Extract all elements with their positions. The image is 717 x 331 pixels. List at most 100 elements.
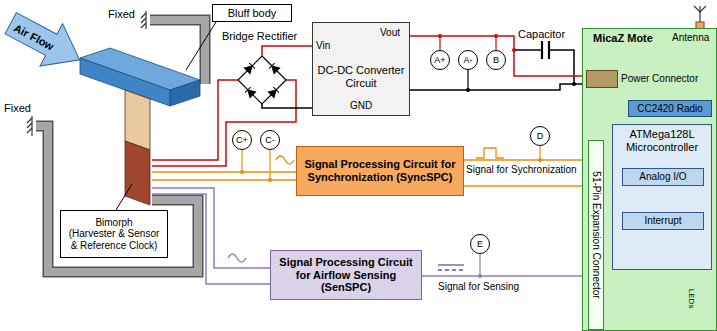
pin-label: GND [350, 100, 372, 112]
node-label: Signal Processing Circuit for Synchroniz… [301, 158, 459, 183]
part-label: Capacitor [518, 28, 565, 41]
device-board: MicaZ MotePower ConnectorCC2420 RadioATM… [582, 28, 717, 331]
support-label: Fixed [108, 8, 135, 21]
process-box: Signal Processing Circuit for Airflow Se… [270, 250, 422, 300]
connector-box: Power Connector [586, 70, 618, 88]
power-wire [152, 80, 238, 160]
leader-line [186, 22, 216, 70]
diode-symbol [244, 63, 279, 98]
node-label: A- [464, 55, 473, 65]
callout-heading: Bimorph [95, 217, 132, 229]
waveform-symbol [276, 156, 294, 164]
power-wire [152, 46, 312, 166]
node-label: C+ [236, 135, 248, 145]
test-point-stem [467, 70, 468, 90]
expansion-connector: 51-Pin Expansion Connector [588, 140, 604, 330]
node-label: Bluff body [228, 7, 277, 20]
diode-symbol [249, 63, 255, 69]
node-label: D [537, 131, 544, 141]
sync-wire [152, 172, 296, 180]
node-label: E [477, 239, 483, 249]
test-point-stem [241, 150, 242, 172]
signal-label: Signal for Sensing [438, 281, 519, 293]
bimorph-beam [125, 90, 150, 205]
power-wire [152, 80, 296, 166]
capacitor-symbol [514, 41, 574, 84]
diode-symbol [269, 63, 275, 69]
antenna-symbol [694, 6, 706, 30]
microcontroller-box: ATMega128L MicrocontrollerAnalog I/OInte… [612, 124, 712, 270]
leader-line [116, 184, 132, 210]
ground-wire [262, 104, 312, 108]
callout-text: (Harvester & Sensor & Reference Clock) [64, 228, 164, 251]
waveform-symbol [438, 264, 464, 265]
test-point-circle: A- [458, 50, 478, 70]
fixed-hatch [27, 118, 32, 123]
node-label: DC-DC Converter Circuit [317, 64, 405, 89]
junction-dot [240, 170, 244, 174]
sensing-wire [152, 188, 270, 284]
test-point-stem [479, 254, 480, 276]
leader-line [116, 22, 216, 210]
junction-dot [268, 178, 272, 182]
node-label: A+ [434, 55, 445, 65]
fixed-frame [36, 126, 198, 272]
airflow-arrow [0, 2, 91, 81]
wire-connector [410, 36, 586, 76]
node-label: C- [265, 135, 275, 145]
test-point-circle: D [530, 126, 550, 146]
radio-box: CC2420 Radio [628, 100, 712, 117]
airflow-arrow [0, 2, 91, 81]
node-label: Signal Processing Circuit for Airflow Se… [275, 256, 417, 294]
waveform-symbol [476, 148, 504, 158]
ground-wire [262, 104, 312, 108]
fixed-frame [36, 20, 205, 272]
flow-label: Air Flow [12, 22, 56, 54]
pin-label: Vout [380, 27, 400, 39]
diode-symbol [245, 87, 251, 93]
node-label: ATMega128L Microcontroller [616, 128, 708, 153]
support-label: Fixed [4, 102, 31, 115]
test-point-circle: C- [260, 130, 280, 150]
sync-wire [152, 171, 296, 173]
capacitor-symbol [541, 41, 543, 59]
node-label: B [493, 55, 499, 65]
bluff-body [170, 80, 200, 106]
diode-symbol [268, 87, 279, 98]
wire-connector [410, 84, 586, 90]
pin-label: Vin [316, 40, 330, 52]
test-point-stem [439, 36, 440, 50]
test-point-stem [269, 150, 270, 180]
part-label: Antenna [672, 32, 709, 44]
bridge-rectifier [238, 56, 286, 104]
diode-symbol [244, 63, 255, 74]
node-label: Analog I/O [639, 171, 686, 183]
diode-symbol [245, 87, 256, 98]
node-label: MicaZ Mote [593, 32, 653, 45]
antenna-symbol [699, 6, 700, 24]
diode-symbol [273, 87, 279, 93]
test-point-stem [539, 146, 540, 160]
wire-connector [464, 185, 588, 187]
port-box: Analog I/O [622, 168, 704, 186]
fixed-hatch [141, 23, 146, 28]
waveform-symbol [438, 269, 464, 270]
sensing-wire [152, 188, 270, 268]
wire-connector [422, 275, 588, 277]
power-wire [262, 46, 312, 56]
test-point-circle: B [486, 50, 506, 70]
part-label: Bridge Rectifier [222, 30, 297, 43]
node-label: 51-Pin Expansion Connector [590, 171, 602, 298]
callout-box: Bimorph(Harvester & Sensor & Reference C… [60, 210, 168, 258]
bimorph-beam [125, 141, 150, 205]
process-box: Signal Processing Circuit for Synchroniz… [296, 146, 464, 196]
callout-box: Bluff body [212, 4, 292, 22]
diode-symbol [244, 63, 255, 74]
fixed-frame [36, 126, 198, 272]
bimorph-beam [125, 90, 150, 150]
antenna-symbol [694, 6, 706, 12]
test-point-stem [242, 36, 540, 276]
capacitor-symbol [514, 49, 542, 51]
diode-symbol [245, 87, 256, 98]
node-label: Power Connector [621, 73, 698, 85]
